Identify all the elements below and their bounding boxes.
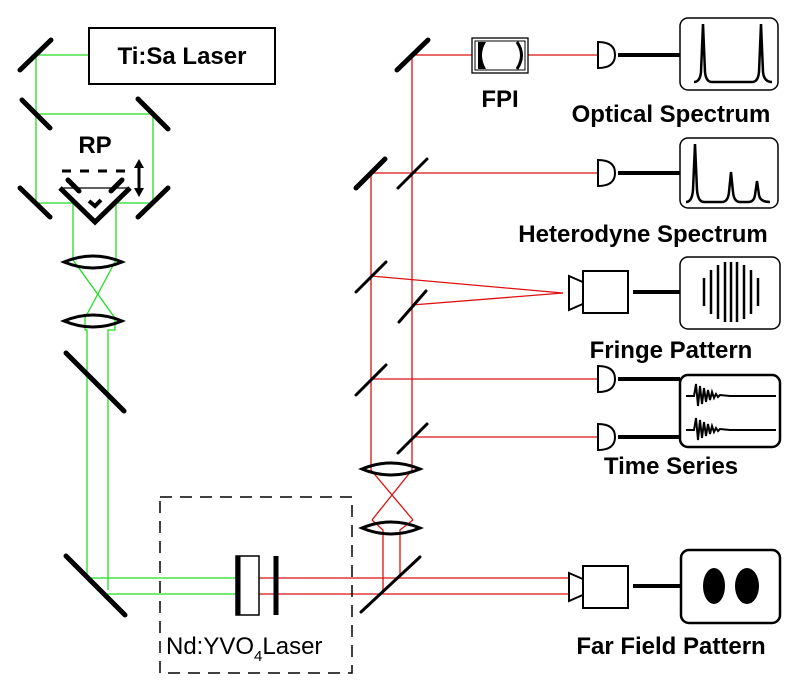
- time-trace: [686, 383, 776, 407]
- pump-mirrors: [17, 37, 171, 220]
- pump-telescope: [60, 254, 128, 618]
- detection-optics: [353, 37, 431, 614]
- beam-splitter: [396, 422, 429, 455]
- photodiode-icon: [597, 422, 617, 452]
- ti-sa-laser: Ti:Sa Laser: [88, 27, 276, 85]
- lens: [358, 520, 424, 536]
- time-series-label: Time Series: [604, 453, 738, 480]
- lens: [358, 461, 424, 477]
- retro-prism-label: RP: [78, 132, 111, 159]
- output-optical-spectrum: Optical Spectrum: [572, 17, 779, 128]
- optical-spectrum-label: Optical Spectrum: [572, 101, 771, 128]
- mirror: [63, 553, 128, 618]
- spectrum-trace: [693, 23, 773, 84]
- mirror: [17, 37, 54, 73]
- mirror: [135, 96, 171, 132]
- mirror: [19, 97, 53, 131]
- ti-sa-laser-label: Ti:Sa Laser: [118, 43, 247, 70]
- nd-yvo4-label: Nd:YVO4Laser: [166, 633, 322, 665]
- nd-yvo4-laser: Nd:YVO4Laser: [159, 496, 353, 674]
- photodiode-icon: [597, 40, 617, 70]
- beam-splitter: [397, 289, 428, 324]
- camera-icon: [582, 270, 629, 314]
- output-time-series: Time Series: [597, 364, 782, 480]
- fringe-lines: [702, 262, 760, 322]
- camera-icon: [582, 565, 629, 609]
- mirror: [353, 156, 388, 191]
- time-trace: [686, 417, 776, 441]
- photodiode-icon: [597, 364, 617, 394]
- beam-splitter: [354, 363, 388, 397]
- translation-arrow-icon: [134, 159, 144, 197]
- beam-splitter: [359, 555, 422, 614]
- lens: [60, 254, 126, 270]
- far-field-pattern-label: Far Field Pattern: [576, 633, 765, 660]
- beam-splitter: [354, 260, 388, 294]
- spectrum-trace: [685, 143, 771, 204]
- mirror: [135, 185, 171, 220]
- photodiode-icon: [597, 158, 617, 188]
- retro-prism: RP: [58, 132, 144, 226]
- fpi-label: FPI: [481, 86, 518, 113]
- laser-beam-path: [260, 54, 598, 595]
- mirror: [394, 37, 431, 73]
- far-field-lobe: [703, 568, 725, 604]
- spectrum-display: [679, 137, 779, 209]
- output-far-field-pattern: Far Field Pattern: [568, 548, 782, 660]
- far-field-lobe: [735, 568, 759, 604]
- heterodyne-spectrum-label: Heterodyne Spectrum: [518, 221, 767, 248]
- far-field-display: [679, 548, 782, 625]
- dichroic-mirror: [63, 350, 127, 414]
- fabry-perot-interferometer: FPI: [471, 37, 529, 113]
- fringe-pattern-label: Fringe Pattern: [590, 337, 753, 364]
- mirror: [17, 185, 53, 220]
- output-fringe-pattern: Fringe Pattern: [568, 256, 781, 364]
- beam-splitter: [396, 157, 429, 190]
- lens: [60, 313, 126, 329]
- output-heterodyne-spectrum: Heterodyne Spectrum: [518, 137, 779, 248]
